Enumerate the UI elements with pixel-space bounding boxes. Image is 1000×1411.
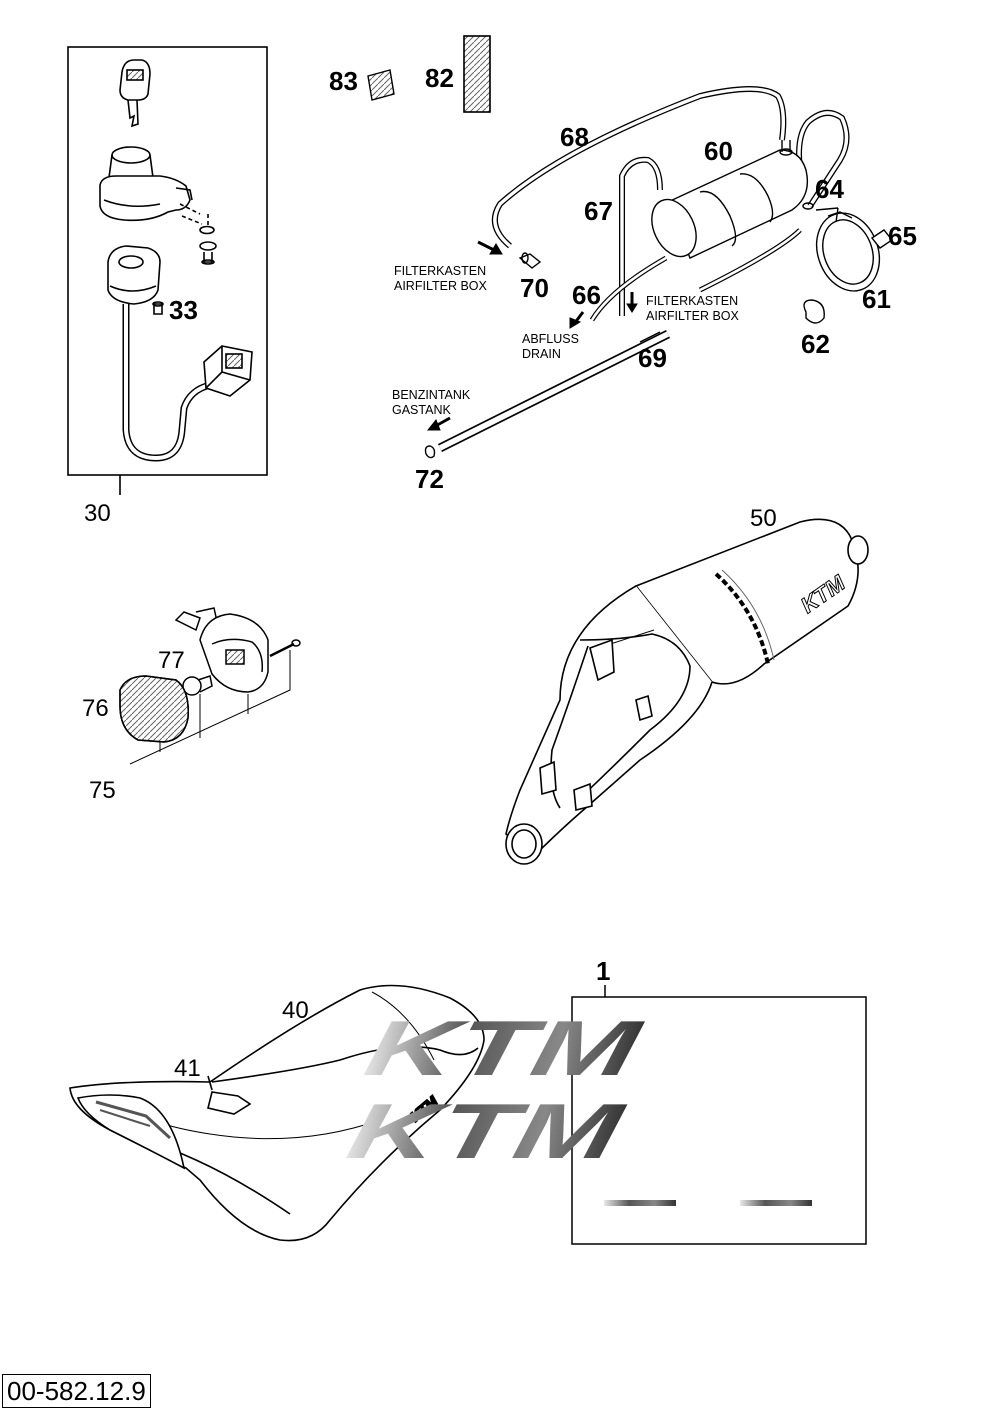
- callout-50: 50: [750, 505, 777, 532]
- air-filter-parts: [367, 35, 491, 113]
- decal-logo-top: KTM: [358, 1005, 650, 1092]
- note-drain-de: ABFLUSS: [522, 332, 579, 346]
- callout-70: 70: [520, 273, 549, 303]
- note-gastank: BENZINTANK GASTANK: [392, 388, 470, 418]
- note-airfilter-left-de: FILTERKASTEN: [394, 264, 487, 278]
- callout-62: 62: [801, 329, 830, 359]
- callout-82: 82: [425, 63, 454, 93]
- callout-68: 68: [560, 122, 589, 152]
- callout-61: 61: [862, 284, 891, 314]
- callout-67: 67: [584, 196, 613, 226]
- callout-60: 60: [704, 136, 733, 166]
- callout-76: 76: [82, 695, 109, 722]
- note-drain: ABFLUSS DRAIN: [522, 332, 579, 362]
- evap-canister-assembly: [424, 86, 894, 459]
- callout-72: 72: [415, 464, 444, 494]
- callout-30: 30: [84, 500, 111, 527]
- note-drain-en: DRAIN: [522, 347, 561, 361]
- note-airfilter-left-en: AIRFILTER BOX: [394, 279, 487, 293]
- callout-75: 75: [89, 777, 116, 804]
- note-gastank-en: GASTANK: [392, 403, 451, 417]
- exhaust-silencer: KTM: [505, 518, 869, 865]
- note-airfilter-right-en: AIRFILTER BOX: [646, 309, 739, 323]
- callout-69: 69: [638, 343, 667, 373]
- note-airfilter-right: FILTERKASTEN AIRFILTER BOX: [646, 294, 739, 324]
- ignition-lock-assembly: [67, 46, 268, 495]
- seat-drawing: KTM: [69, 984, 485, 1242]
- decal-logo-bottom: KTM: [340, 1088, 632, 1175]
- callout-65: 65: [888, 221, 917, 251]
- note-gastank-de: BENZINTANK: [392, 388, 471, 402]
- turn-signal-assembly: [119, 607, 301, 765]
- callout-40: 40: [282, 997, 309, 1024]
- callout-77: 77: [158, 647, 185, 674]
- decal-set: KTM KTM: [340, 985, 867, 1245]
- callout-1: 1: [596, 956, 611, 986]
- note-airfilter-right-de: FILTERKASTEN: [646, 294, 739, 308]
- callout-83: 83: [329, 66, 358, 96]
- callout-41: 41: [174, 1055, 201, 1082]
- drawing-number: 00-582.12.9: [2, 1374, 151, 1408]
- note-airfilter-left: FILTERKASTEN AIRFILTER BOX: [394, 264, 487, 294]
- callout-64: 64: [815, 174, 844, 204]
- callout-33: 33: [169, 295, 198, 325]
- callout-66: 66: [572, 280, 601, 310]
